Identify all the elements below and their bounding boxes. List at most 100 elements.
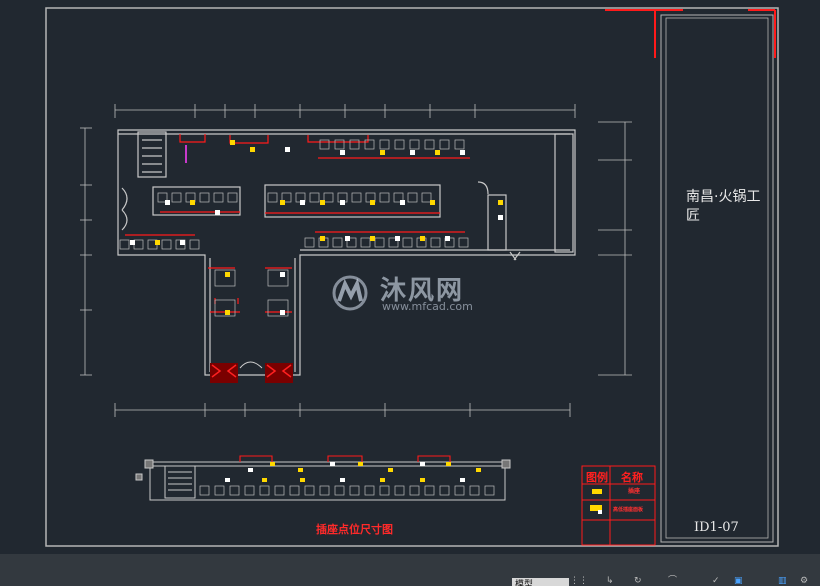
title-block xyxy=(660,14,774,543)
socket-symbol xyxy=(460,150,465,155)
table-seat xyxy=(189,239,200,250)
socket-symbol xyxy=(320,200,325,205)
bottom-dimension-line xyxy=(114,403,571,417)
watermark: 沐风网 www.mfcad.com xyxy=(330,268,500,318)
table-seat xyxy=(157,192,168,203)
legend-header-symbol: 图例 xyxy=(586,471,608,484)
socket-circuits xyxy=(125,134,470,313)
grid-toggle-icon[interactable]: ⋮⋮ xyxy=(570,576,588,586)
table-seat xyxy=(379,485,390,496)
plan-title: 插座点位尺寸图 xyxy=(316,523,393,536)
table-seat xyxy=(323,192,334,203)
legend-header-name: 名称 xyxy=(621,471,643,484)
table-seat xyxy=(430,237,441,248)
table-seat xyxy=(227,192,238,203)
table-seat xyxy=(421,192,432,203)
entrance-fixtures xyxy=(210,361,293,383)
top-dimension-line xyxy=(114,104,576,118)
table-seat xyxy=(484,485,495,496)
elevation-circuits xyxy=(239,455,451,462)
object-snap-icon[interactable]: ✓ xyxy=(712,576,720,586)
table-seat xyxy=(304,237,315,248)
elevation-fixtures xyxy=(225,462,481,482)
table-seat xyxy=(274,485,285,496)
socket-symbol xyxy=(298,468,303,472)
workspace-icon[interactable]: ▣ xyxy=(734,576,743,586)
table-seat xyxy=(349,139,360,150)
socket-symbol xyxy=(370,200,375,205)
socket-symbol xyxy=(460,478,465,482)
socket-symbol xyxy=(476,468,481,472)
table-seat xyxy=(360,237,371,248)
table-seat xyxy=(351,192,362,203)
table-seat xyxy=(334,139,345,150)
table-seat xyxy=(214,485,225,496)
table-seat xyxy=(409,485,420,496)
table-seat xyxy=(304,485,315,496)
dining-tables xyxy=(119,139,495,496)
legend-table xyxy=(581,465,656,546)
legend-symbols xyxy=(590,489,602,514)
socket-symbol xyxy=(225,478,230,482)
socket-symbol xyxy=(280,310,285,315)
socket-symbol xyxy=(410,150,415,155)
socket-symbol xyxy=(230,140,235,145)
socket-symbol xyxy=(395,236,400,241)
watermark-url: www.mfcad.com xyxy=(382,300,473,313)
table-seat xyxy=(379,139,390,150)
table-seat xyxy=(409,139,420,150)
settings-icon[interactable]: ⚙ xyxy=(800,576,809,586)
table-seat xyxy=(364,139,375,150)
socket-symbol xyxy=(358,462,363,466)
table-seat xyxy=(424,139,435,150)
table-seat xyxy=(388,237,399,248)
table-seat xyxy=(229,485,240,496)
snap-toggle-icon[interactable]: ↳ xyxy=(606,576,614,586)
table-seat xyxy=(199,485,210,496)
table-seat xyxy=(393,192,404,203)
socket-symbol xyxy=(225,310,230,315)
socket-fixtures xyxy=(130,140,503,315)
socket-symbol xyxy=(165,200,170,205)
socket-symbol xyxy=(270,462,275,466)
table-seat xyxy=(334,485,345,496)
table-seat xyxy=(394,139,405,150)
socket-symbol xyxy=(340,478,345,482)
table-seat xyxy=(439,139,450,150)
legend-row1-name: 插座 xyxy=(628,488,641,495)
socket-symbol xyxy=(330,462,335,466)
socket-symbol xyxy=(420,478,425,482)
booth-table xyxy=(214,269,236,287)
table-seat xyxy=(439,485,450,496)
table-seat xyxy=(394,485,405,496)
annotation-icon[interactable]: ▥ xyxy=(778,576,787,586)
polar-toggle-icon[interactable]: ⌒ xyxy=(668,576,678,586)
table-seat xyxy=(319,485,330,496)
socket-symbol xyxy=(370,236,375,241)
socket-symbol xyxy=(380,150,385,155)
ortho-toggle-icon[interactable]: ↻ xyxy=(634,576,642,586)
socket-symbol xyxy=(498,200,503,205)
table-seat xyxy=(171,192,182,203)
socket-symbol xyxy=(285,147,290,152)
socket-symbol xyxy=(300,200,305,205)
table-seat xyxy=(319,139,330,150)
table-seat xyxy=(244,485,255,496)
socket-symbol xyxy=(446,462,451,466)
table-seat xyxy=(281,192,292,203)
socket-symbol xyxy=(248,468,253,472)
table-seat xyxy=(374,237,385,248)
socket-symbol xyxy=(340,200,345,205)
table-seat xyxy=(364,485,375,496)
table-seat xyxy=(119,239,130,250)
booth-table xyxy=(267,299,289,317)
socket-symbol xyxy=(190,200,195,205)
model-tab[interactable]: 模型 xyxy=(512,578,569,586)
table-seat xyxy=(267,192,278,203)
table-seat xyxy=(454,485,465,496)
table-seat xyxy=(199,192,210,203)
elevation-strip xyxy=(135,459,511,501)
socket-symbol xyxy=(345,236,350,241)
socket-symbol xyxy=(300,478,305,482)
